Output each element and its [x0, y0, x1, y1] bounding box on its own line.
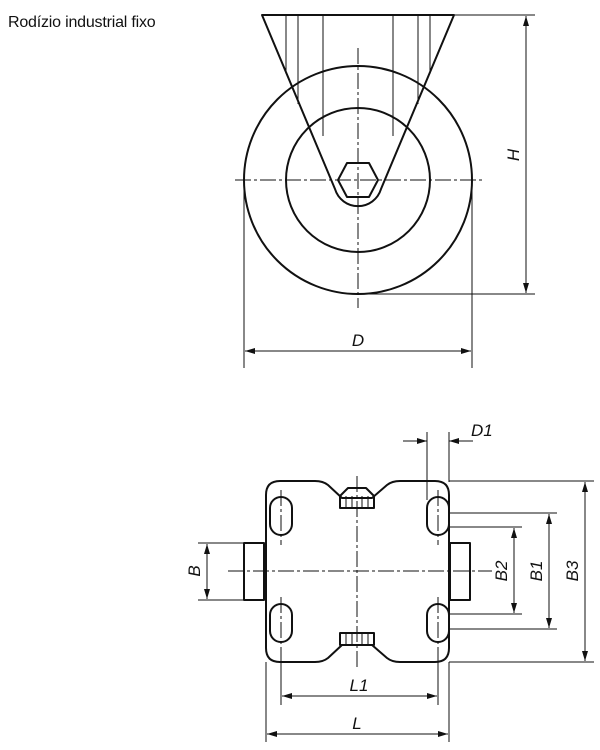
diagram-title: Rodízio industrial fixo — [8, 14, 156, 31]
dim-label-d: D — [352, 331, 364, 350]
axle-nut-top — [339, 487, 375, 509]
dim-label-b1: B1 — [527, 561, 546, 582]
top-view: D1 B B2 B1 B3 L1 L — [185, 421, 594, 742]
axle-nut-bottom — [339, 632, 375, 646]
top-plate — [265, 480, 450, 663]
dim-label-b3: B3 — [563, 560, 582, 581]
dim-label-b: B — [185, 565, 204, 576]
dim-label-h: H — [504, 148, 523, 161]
dim-label-b2: B2 — [492, 560, 511, 581]
dim-label-d1: D1 — [471, 421, 493, 440]
dim-label-l1: L1 — [350, 676, 369, 695]
side-view: H D — [235, 14, 535, 368]
dim-label-l: L — [352, 714, 361, 733]
fork-bracket — [261, 14, 455, 208]
